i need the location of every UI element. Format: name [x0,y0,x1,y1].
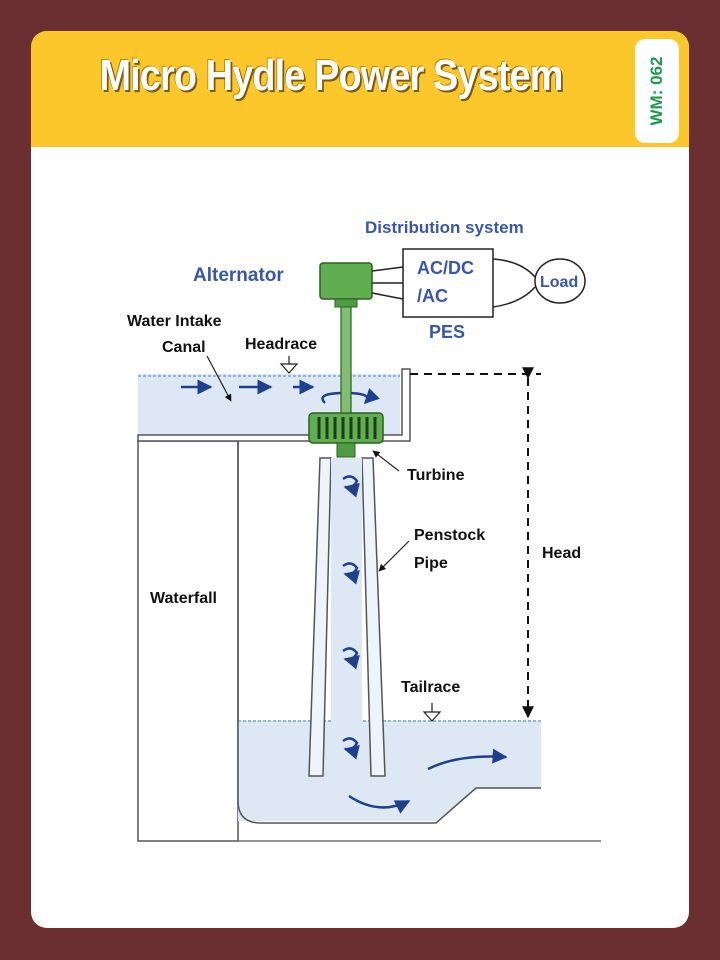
penstock-water [331,458,362,778]
headrace-marker [279,363,299,374]
leader-lines [206,355,410,572]
waterfall-label: Waterfall [150,590,217,607]
acdc-label-line1: AC/DC [417,258,474,278]
penstock-pipe-right [361,457,386,777]
distribution-system-label: Distribution system [365,218,524,237]
water-intake-label-line2: Canal [162,339,206,356]
page-title: Micro Hydle Power System [99,51,563,100]
code-badge: WM: 062 [635,39,679,143]
penstock-label-line1: Penstock [414,527,485,544]
pes-box [402,248,494,318]
pes-label: PES [429,322,465,342]
tailrace-marker [422,711,442,722]
poster-card: Micro Hydle Power System WM: 062 [31,31,689,928]
turbine-shaft [340,298,352,414]
penstock-pipe [308,457,332,777]
micro-hydro-diagram: Distribution system Alternator AC/DC /AC… [127,218,601,842]
acdc-label-line2: /AC [417,286,448,306]
tailrace-flow-arrows [348,748,508,814]
headrace-label: Headrace [245,336,317,353]
load-label: Load [540,274,578,291]
basin-outline [237,441,541,824]
canal-wall [137,368,411,442]
alternator-wires [371,266,404,300]
load-wires [492,258,536,308]
turbine-label: Turbine [407,467,465,484]
head-label: Head [542,545,581,562]
load-circle [534,258,586,304]
tailrace-label: Tailrace [401,679,460,696]
water-intake-label-line1: Water Intake [127,313,222,330]
alternator [319,262,373,308]
swirl-arrows [342,475,360,760]
turbine [308,412,384,458]
alternator-label: Alternator [193,265,284,286]
penstock-label-line2: Pipe [414,555,448,572]
title-banner: Micro Hydle Power System WM: 062 [31,31,689,147]
waterfall-block [137,440,239,842]
